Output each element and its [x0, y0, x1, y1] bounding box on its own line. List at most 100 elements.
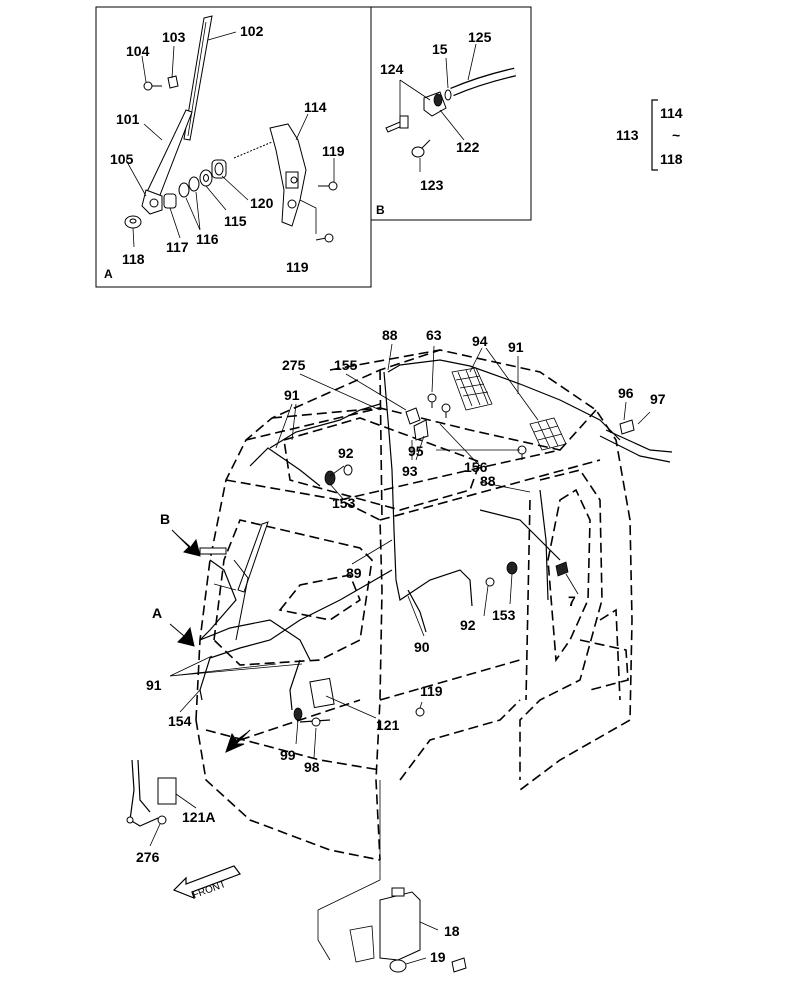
- part-label-121a: 121A: [182, 809, 215, 825]
- part-label-88-mid: 88: [480, 473, 496, 489]
- part-label-120: 120: [250, 195, 274, 211]
- clip-icon: [555, 561, 569, 577]
- nut-icon: [124, 215, 142, 229]
- cab-main-view: 88 63 94 91 275 155 91 96 97 92 153 93 9…: [126, 327, 673, 973]
- part-label-118: 118: [122, 251, 145, 267]
- part-label-91-top: 91: [508, 339, 524, 355]
- part-label-90: 90: [414, 639, 430, 655]
- wire-harness: [199, 359, 673, 723]
- washer-nozzle-icon: [199, 547, 227, 555]
- part-label-7: 7: [568, 593, 576, 609]
- part-label-115: 115: [224, 213, 247, 229]
- bolt-icon: [411, 139, 431, 158]
- grommet-icon: [293, 707, 321, 727]
- front-direction-label: FRONT: [191, 879, 227, 901]
- part-label-101: 101: [116, 111, 140, 127]
- part-label-114: 114: [304, 99, 327, 115]
- part-label-63: 63: [426, 327, 442, 343]
- assembly-label-113: 113: [616, 127, 639, 143]
- wiper-blade-icon: [183, 15, 213, 141]
- relay-icon: [309, 677, 335, 709]
- washer-icon: [178, 182, 190, 198]
- ring-icon: [444, 89, 452, 101]
- cab-outline: [195, 349, 633, 861]
- clip-icon: [167, 75, 179, 89]
- part-label-117: 117: [166, 239, 189, 255]
- bolt-icon: [315, 233, 334, 243]
- part-label-95: 95: [408, 443, 424, 459]
- pin-icon: [385, 115, 409, 133]
- part-label-15: 15: [432, 41, 448, 57]
- part-label-94: 94: [472, 333, 488, 349]
- part-label-124: 124: [380, 61, 404, 77]
- part-label-122: 122: [456, 139, 480, 155]
- leader-lines: [149, 343, 651, 965]
- grommet-icon: [324, 464, 353, 486]
- part-label-155: 155: [334, 357, 358, 373]
- part-label-89: 89: [346, 565, 362, 581]
- relay-harness-icon: [126, 759, 177, 827]
- part-label-92-upper: 92: [338, 445, 354, 461]
- screw-icon: [441, 403, 451, 418]
- detail-a-panel: A 102 103 104 101 105 118 117 116 115 12…: [95, 6, 372, 288]
- assembly-range-end: 118: [660, 151, 683, 167]
- part-label-153-lower: 153: [492, 607, 516, 623]
- connector-icon: [405, 407, 429, 441]
- detail-b-frame: [370, 6, 532, 221]
- bushing-icon: [163, 193, 177, 209]
- part-label-116: 116: [196, 231, 219, 247]
- bolt-icon: [415, 707, 425, 717]
- part-label-125: 125: [468, 29, 492, 45]
- harness-connector-icon: [619, 419, 635, 435]
- part-label-119-upper: 119: [322, 143, 345, 159]
- part-label-99: 99: [280, 747, 296, 763]
- washer-tank-icon: [317, 780, 467, 973]
- part-label-156: 156: [464, 459, 488, 475]
- wiper-icon: [213, 521, 269, 641]
- bracket-group: 113 114 ~ 118: [616, 99, 683, 171]
- part-label-103: 103: [162, 29, 186, 45]
- arrow-a-icon: [169, 623, 195, 647]
- view-a-label: A: [152, 605, 162, 621]
- wiper-motor-icon: [233, 123, 307, 227]
- assembly-range-start: 114: [660, 105, 683, 121]
- roof-vent-icon: [529, 417, 567, 451]
- bolt-icon: [318, 181, 338, 191]
- roof-vent-icon: [451, 367, 493, 411]
- detail-b-panel: B 124 15 125 122 123: [370, 6, 532, 221]
- detail-a-corner-label: A: [104, 267, 113, 281]
- arrow-view-icon: [225, 729, 251, 753]
- washer-nozzle-icon: [423, 91, 447, 117]
- part-label-98: 98: [304, 759, 320, 775]
- arrow-b-icon: [171, 529, 201, 557]
- part-label-18: 18: [444, 923, 460, 939]
- assembly-range-symbol: ~: [672, 127, 680, 143]
- view-b-label: B: [160, 511, 170, 527]
- screw-icon: [427, 393, 437, 408]
- nut-icon: [211, 159, 227, 179]
- part-label-88-top: 88: [382, 327, 398, 343]
- bracket-icon: [651, 99, 658, 171]
- part-label-275: 275: [282, 357, 306, 373]
- seal-icon: [199, 169, 213, 187]
- detail-b-corner-label: B: [376, 203, 385, 217]
- part-label-104: 104: [126, 43, 150, 59]
- part-label-91-left: 91: [284, 387, 300, 403]
- part-label-96: 96: [618, 385, 634, 401]
- part-label-276: 276: [136, 849, 160, 865]
- part-label-102: 102: [240, 23, 264, 39]
- part-label-93: 93: [402, 463, 418, 479]
- front-arrow-icon: [172, 865, 241, 900]
- part-label-91-lower: 91: [146, 677, 162, 693]
- grommet-icon: [485, 561, 518, 587]
- part-label-92-lower: 92: [460, 617, 476, 633]
- screw-icon: [143, 81, 162, 91]
- part-label-119-lower: 119: [286, 259, 309, 275]
- wiper-arm-icon: [141, 109, 193, 215]
- part-label-121: 121: [376, 717, 400, 733]
- washer-icon: [188, 176, 200, 192]
- part-label-97: 97: [650, 391, 666, 407]
- part-label-105: 105: [110, 151, 134, 167]
- part-label-123: 123: [420, 177, 444, 193]
